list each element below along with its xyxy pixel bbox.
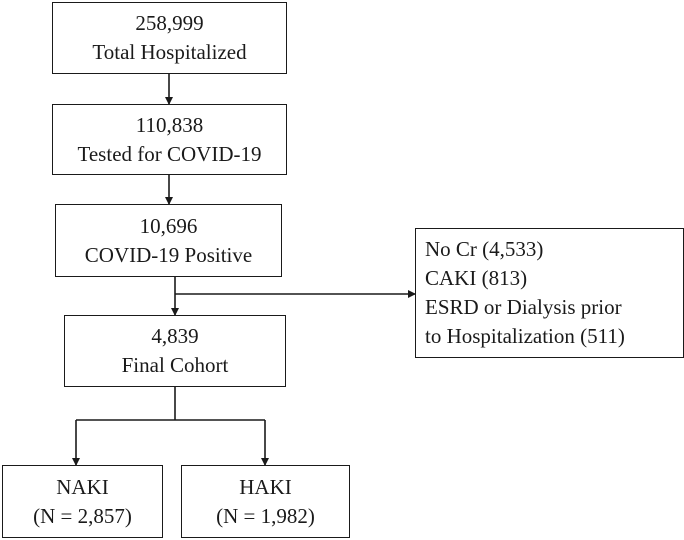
naki-count: (N = 2,857) xyxy=(33,503,132,528)
haki-box: HAKI (N = 1,982) xyxy=(181,465,350,538)
covid-positive-label: COVID-19 Positive xyxy=(84,242,253,267)
exclusions-box: No Cr (4,533) CAKI (813) ESRD or Dialysi… xyxy=(415,228,684,358)
naki-box: NAKI (N = 2,857) xyxy=(2,465,163,538)
final-cohort-label: Final Cohort xyxy=(121,353,229,377)
covid-positive-box: 10,696 COVID-19 Positive xyxy=(55,204,282,277)
tested-count: 110,838 xyxy=(135,112,204,137)
exclusion-no-cr: No Cr (4,533) xyxy=(425,237,544,261)
tested-box: 110,838 Tested for COVID-19 xyxy=(52,104,287,175)
exclusion-caki: CAKI (813) xyxy=(425,266,528,290)
total-hospitalized-box: 258,999 Total Hospitalized xyxy=(52,2,287,74)
total-hospitalized-label: Total Hospitalized xyxy=(92,40,247,64)
total-hospitalized-count: 258,999 xyxy=(135,11,204,35)
final-cohort-box: 4,839 Final Cohort xyxy=(64,315,286,387)
exclusion-esrd-line-1: ESRD or Dialysis prior xyxy=(425,295,622,319)
final-cohort-count: 4,839 xyxy=(151,324,199,348)
haki-count: (N = 1,982) xyxy=(216,503,315,528)
naki-label: NAKI xyxy=(56,474,109,499)
exclusion-esrd-line-2: to Hospitalization (511) xyxy=(425,324,625,348)
haki-label: HAKI xyxy=(239,474,292,499)
tested-label: Tested for COVID-19 xyxy=(77,141,262,166)
covid-positive-count: 10,696 xyxy=(139,213,198,238)
